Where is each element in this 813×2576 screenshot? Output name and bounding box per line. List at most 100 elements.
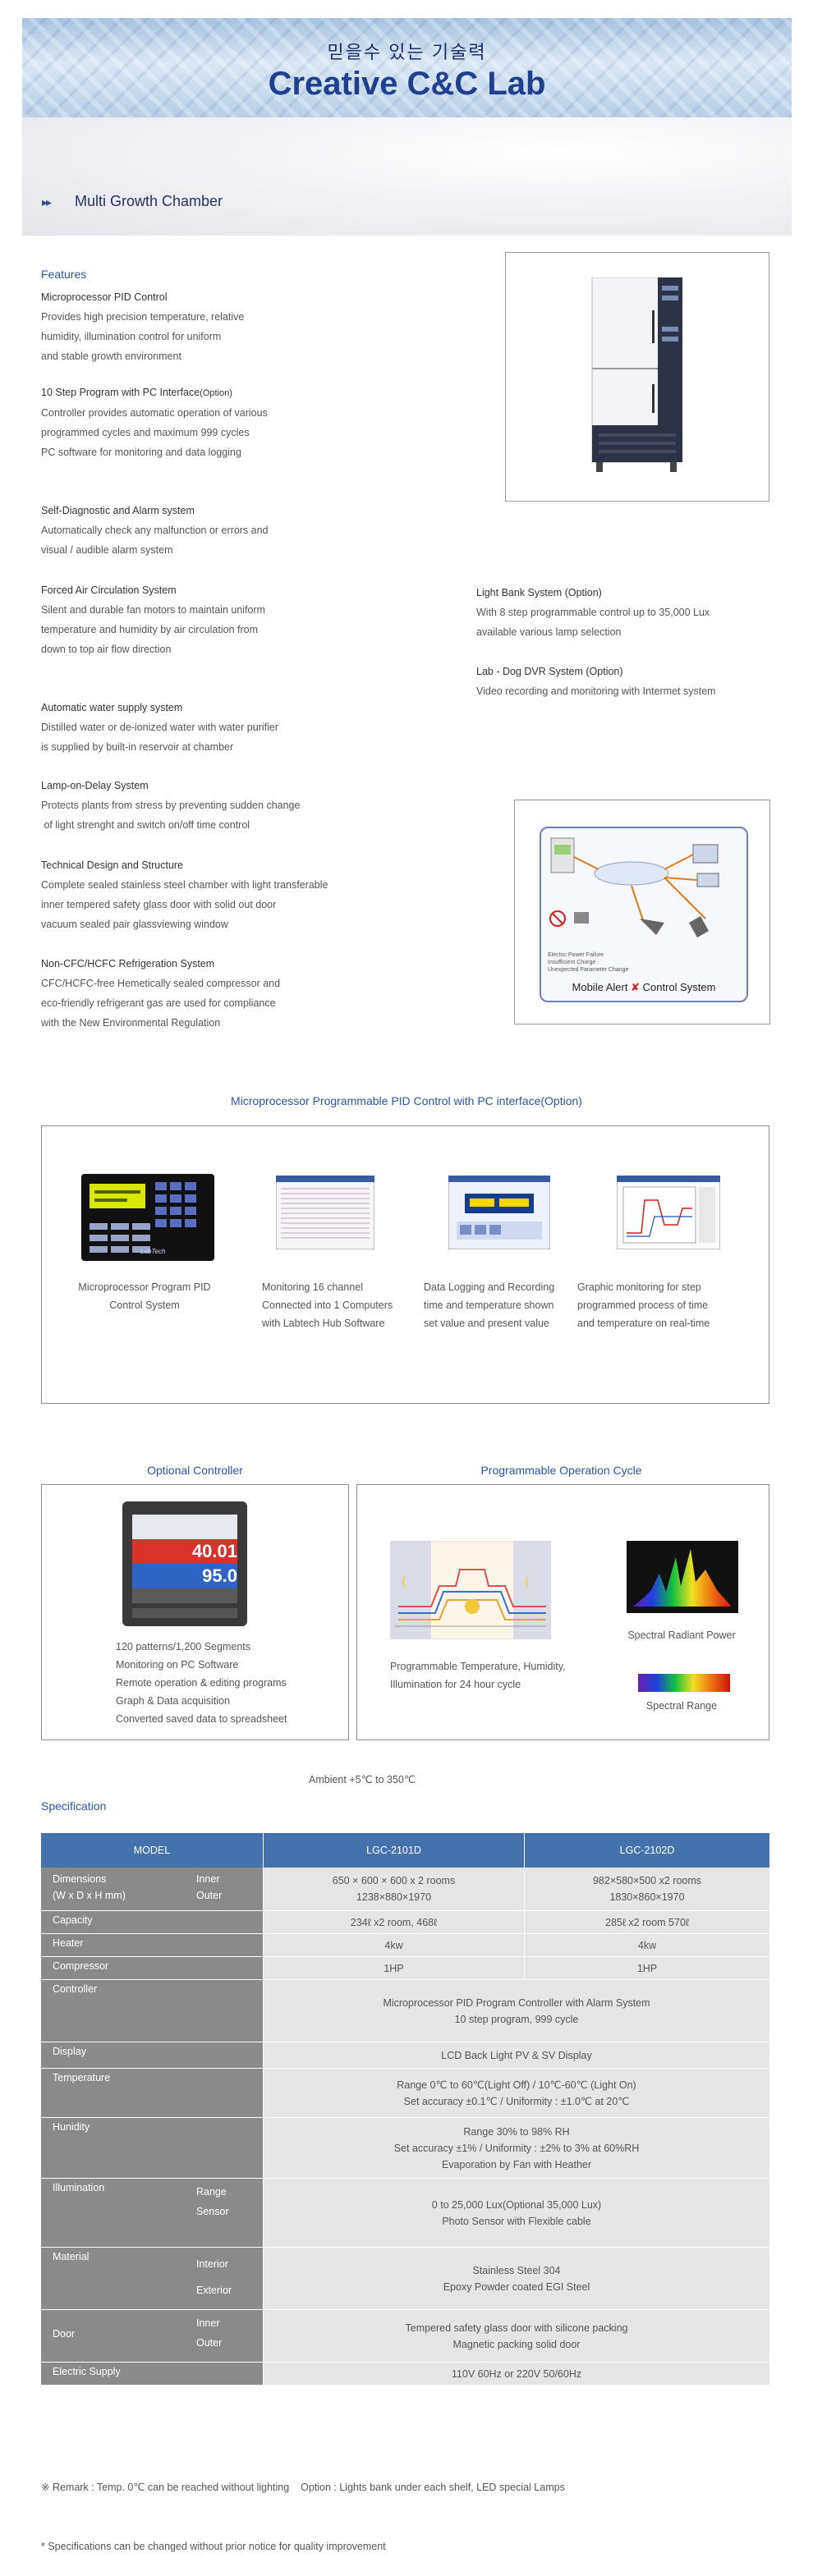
pid-section-title: Microprocessor Programmable PID Control … <box>231 1094 582 1107</box>
table-row: Capacity 234ℓ x2 room, 468ℓ 285ℓ x2 room… <box>41 1911 769 1934</box>
legend-item: Insufficient Charge <box>548 960 596 965</box>
feature-block: Non-CFC/HCFC Refrigeration System CFC/HC… <box>41 954 394 1033</box>
feature-heading: Light Bank System (Option) <box>476 587 602 598</box>
feature-line: available various lamp selection <box>476 626 622 638</box>
feature-block: Light Bank System (Option) With 8 step p… <box>476 583 788 642</box>
feature-heading: Self-Diagnostic and Alarm system <box>41 505 195 516</box>
feature-line: and stable growth environment <box>41 351 181 362</box>
table-row: Dimensions (W x D x H mm) Inner Outer 65… <box>41 1868 769 1911</box>
remarks: ※ Remark : Temp. 0℃ can be reached witho… <box>41 2438 565 2576</box>
feature-line: Video recording and monitoring with Inte… <box>476 685 716 697</box>
feature-line: Protects plants from stress by preventin… <box>41 800 301 811</box>
ambient-range: Ambient +5℃ to 350℃ <box>309 1774 416 1785</box>
graphic-monitoring-image <box>617 1176 720 1249</box>
operation-cycle-box: Programmable Temperature, Humidity, Illu… <box>356 1484 769 1740</box>
row-value: 234ℓ x2 room, 468ℓ <box>264 1911 525 1934</box>
row-value: Microprocessor PID Program Controller wi… <box>264 1980 769 2042</box>
feature-line: temperature and humidity by air circulat… <box>41 624 259 635</box>
pid-caption: Monitoring 16 channel Connected into 1 C… <box>262 1281 393 1329</box>
remark-line: * Specifications can be changed without … <box>41 2541 386 2552</box>
diagram-caption: Mobile Alert ✘ Control System <box>572 981 716 993</box>
feature-line: of light strenght and switch on/off time… <box>41 819 250 831</box>
feature-option: (Option) <box>200 388 232 398</box>
optional-controller-title: Optional Controller <box>147 1464 243 1477</box>
feature-line: eco-friendly refrigerant gas are used fo… <box>41 997 276 1009</box>
legend-item: Electric Power Failure <box>548 952 604 958</box>
feature-block: Lamp-on-Delay System Protects plants fro… <box>41 776 394 835</box>
pid-caption: Graphic monitoring for step programmed p… <box>577 1281 710 1329</box>
feature-heading: Automatic water supply system <box>41 702 183 713</box>
page-header: ▸▸ Multi Growth Chamber <box>22 117 792 236</box>
feature-line: PC software for monitoring and data logg… <box>41 447 241 458</box>
row-value: 4kw <box>264 1934 525 1957</box>
row-label: Hunidity <box>41 2118 264 2179</box>
row-value: 1HP <box>525 1957 769 1980</box>
controller-unit-image: 40.01 95.0 <box>122 1501 247 1626</box>
feature-heading: Non-CFC/HCFC Refrigeration System <box>41 958 215 969</box>
feature-line: programmed cycles and maximum 999 cycles <box>41 427 250 438</box>
table-row: Illumination Range Sensor 0 to 25,000 Lu… <box>41 2179 769 2248</box>
operation-cycle-chart <box>390 1541 551 1639</box>
mobile-alert-diagram-frame: Electric Power Failure Insufficient Char… <box>514 800 770 1024</box>
table-row: Controller Microprocessor PID Program Co… <box>41 1980 769 2042</box>
row-value: 285ℓ x2 room 570ℓ <box>525 1911 769 1934</box>
row-label: Dimensions (W x D x H mm) Inner Outer <box>41 1868 264 1911</box>
pid-caption: Data Logging and Recording time and temp… <box>424 1281 555 1329</box>
controller-sv-display: 95.0 <box>132 1564 237 1588</box>
row-value: 0 to 25,000 Lux(Optional 35,000 Lux)Phot… <box>264 2179 769 2248</box>
table-row: Door Inner Outer Tempered safety glass d… <box>41 2310 769 2363</box>
remark-line: ※ Remark : Temp. 0℃ can be reached witho… <box>41 2482 565 2493</box>
feature-block: Lab - Dog DVR System (Option) Video reco… <box>476 662 788 701</box>
feature-line: Automatically check any malfunction or e… <box>41 525 269 536</box>
row-value: Range 0℃ to 60℃(Light Off) / 10℃-60℃ (Li… <box>264 2069 769 2118</box>
features-heading: Features <box>41 268 87 281</box>
spectral-power-chart <box>627 1541 738 1613</box>
controller-features: 120 patterns/1,200 Segments Monitoring o… <box>116 1641 287 1725</box>
feature-block: Automatic water supply system Distilled … <box>41 698 394 757</box>
feature-line: Complete sealed stainless steel chamber … <box>41 879 328 891</box>
feature-line: Silent and durable fan motors to maintai… <box>41 604 266 616</box>
operation-cycle-title: Programmable Operation Cycle <box>480 1464 642 1477</box>
mobile-alert-diagram: Electric Power Failure Insufficient Char… <box>540 827 748 1002</box>
feature-block: Technical Design and Structure Complete … <box>41 855 394 934</box>
spectral-range-label: Spectral Range <box>645 1700 718 1712</box>
feature-block: Self-Diagnostic and Alarm system Automat… <box>41 501 394 560</box>
feature-heading: Lab - Dog DVR System (Option) <box>476 666 623 677</box>
row-label: Illumination Range Sensor <box>41 2179 264 2248</box>
feature-line: down to top air flow direction <box>41 644 172 655</box>
controller-pv-display: 40.01 <box>132 1539 237 1564</box>
monitoring-software-image <box>276 1176 374 1249</box>
row-value: 110V 60Hz or 220V 50/60Hz <box>264 2363 769 2386</box>
feature-line: With 8 step programmable control up to 3… <box>476 607 710 618</box>
page-title: Multi Growth Chamber <box>75 193 223 209</box>
pid-section-box: LabTech Microprocessor Program PID Contr… <box>41 1125 769 1404</box>
table-row: Display LCD Back Light PV & SV Display <box>41 2042 769 2069</box>
row-value: Tempered safety glass door with silicone… <box>264 2310 769 2363</box>
pid-caption: Microprocessor Program PID Control Syste… <box>78 1281 211 1311</box>
brand-title: Creative C&C Lab <box>268 66 546 102</box>
feature-block: Forced Air Circulation System Silent and… <box>41 580 394 659</box>
column-header: LGC-2101D <box>264 1833 525 1868</box>
optional-controller-box: 40.01 95.0 120 patterns/1,200 Segments M… <box>41 1484 349 1740</box>
row-label: Electric Supply <box>41 2363 264 2386</box>
controller-brand: LabTech <box>140 1248 166 1255</box>
feature-block: Microprocessor PID Control Provides high… <box>41 287 394 366</box>
spectral-power-label: Spectral Radiant Power <box>627 1629 736 1641</box>
table-row: Material Interior Exterior Stainless Ste… <box>41 2248 769 2310</box>
table-header-row: MODEL LGC-2101D LGC-2102D <box>41 1833 769 1868</box>
growth-chamber-image <box>591 277 682 472</box>
row-value: LCD Back Light PV & SV Display <box>264 2042 769 2069</box>
feature-line: inner tempered safety glass door with so… <box>41 899 277 910</box>
feature-line: CFC/HCFC-free Hemetically sealed compres… <box>41 978 281 989</box>
korean-tagline: 믿을수 있는 기술력 <box>327 42 487 62</box>
feature-line: humidity, illumination control for unifo… <box>41 331 222 342</box>
product-image-frame <box>505 252 769 502</box>
table-row: Electric Supply 110V 60Hz or 220V 50/60H… <box>41 2363 769 2386</box>
feature-heading: Lamp-on-Delay System <box>41 780 149 791</box>
feature-line: Distilled water or de-ionized water with… <box>41 722 279 733</box>
table-row: Temperature Range 0℃ to 60℃(Light Off) /… <box>41 2069 769 2118</box>
